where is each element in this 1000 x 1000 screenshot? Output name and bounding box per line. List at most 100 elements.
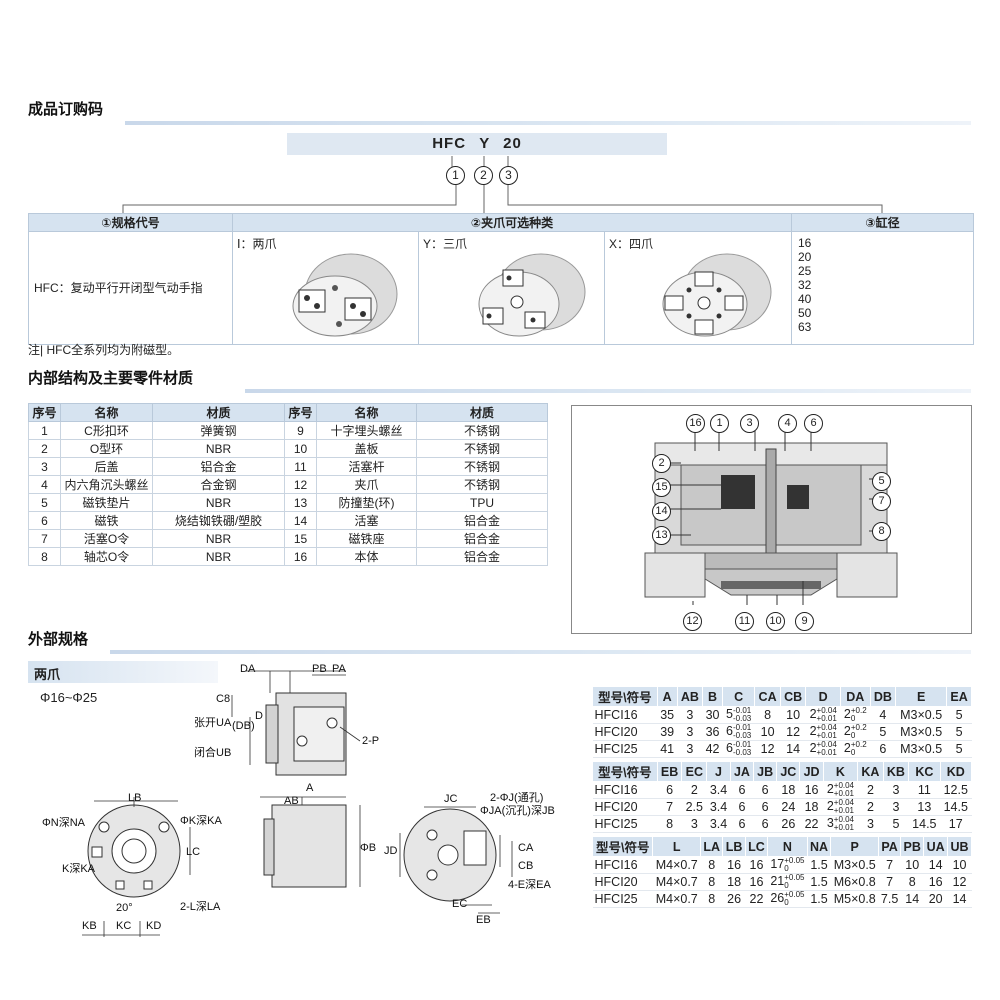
tolerance-stack: +0.04+0.01 [834, 782, 854, 798]
table-cell: 6 [730, 815, 754, 833]
tolerance-base: 6 [726, 741, 733, 756]
table-cell: 8 [700, 890, 723, 908]
dim-ub: 闭合UB [194, 747, 232, 759]
table-cell: 14.5 [908, 815, 941, 833]
table-cell: 8 [28, 547, 61, 566]
table-cell: HFCI16 [592, 856, 653, 874]
tolerance-value: 2+0.04+0.01 [827, 782, 854, 798]
tolerance-upper: +0.04 [833, 815, 855, 824]
table-cell: 2+0.04+0.01 [805, 706, 841, 724]
dim-kb: KB [82, 920, 97, 932]
table-cell: 4 [870, 706, 896, 724]
part-callout: 14 [652, 502, 671, 521]
table-cell: 7.5 [878, 890, 901, 908]
tolerance-value: 2+0.04+0.01 [809, 724, 837, 740]
spec-header: UA [923, 836, 949, 857]
table-cell: 3+0.04+0.01 [823, 815, 858, 833]
table-cell: NBR [152, 493, 285, 512]
table-cell: 18 [799, 798, 824, 816]
part-callout: 7 [872, 492, 891, 511]
spec-header: EB [656, 761, 683, 782]
code-part-jaw: Y [479, 135, 490, 152]
tolerance-lower: 0 [784, 864, 789, 873]
bore-option: 63 [798, 320, 812, 334]
table-cell: 夹爪 [316, 475, 417, 494]
two-jaw-gripper-image [292, 253, 398, 337]
table-cell: 24 [776, 798, 800, 816]
dim-kc: KC [116, 920, 132, 932]
header-jaw-type: ②夹爪可选种类 [232, 213, 792, 232]
table-cell: M3×0.5 [895, 723, 947, 741]
table-cell: 6 [753, 815, 777, 833]
tolerance-stack: +0.04+0.01 [834, 816, 854, 832]
tolerance-stack: +0.04+0.01 [817, 724, 837, 740]
table-cell: M6×0.8 [830, 873, 879, 891]
marker-1: 1 [446, 166, 465, 185]
part-callout: 12 [683, 612, 702, 631]
type-description: HFC：复动平行开闭型气动手指 [28, 231, 233, 345]
section-divider [110, 650, 971, 654]
table-cell: 7 [878, 873, 901, 891]
spec-header: PB [900, 836, 925, 857]
subtitle-two-jaw: 两爪 [34, 667, 61, 682]
spec-header: JD [799, 761, 824, 782]
jaw-label-4: X：四爪 [609, 237, 654, 251]
table-cell: 6 [730, 781, 754, 799]
table-cell: 15 [284, 529, 317, 548]
tolerance-lower: +0.01 [833, 789, 855, 798]
table-cell: 弹簧钢 [152, 421, 285, 440]
spec-header: DA [839, 686, 871, 707]
table-cell: M3×0.5 [830, 856, 879, 874]
table-cell: 7 [657, 798, 682, 816]
spec-header: E [895, 686, 948, 707]
tolerance-base: 2 [809, 707, 817, 722]
dim-db: (DB) [232, 720, 255, 732]
table-cell: 14 [947, 890, 972, 908]
table-cell: 6 [28, 511, 61, 530]
bore-option: 16 [798, 236, 812, 250]
spec-header: KB [882, 761, 910, 782]
table-cell: 12 [780, 723, 806, 741]
spec-header: JA [729, 761, 755, 782]
table-cell: M5×0.8 [830, 890, 879, 908]
dim-ka: ΦK深KA [180, 815, 222, 827]
dim-lc: LC [186, 846, 201, 858]
part-callout: 4 [778, 414, 797, 433]
spec-header: 型号\符号 [591, 836, 654, 857]
table-cell: 14.5 [940, 798, 972, 816]
jaw-label-3: Y：三爪 [423, 237, 468, 251]
table-cell: NBR [152, 547, 285, 566]
table-cell: HFCI20 [592, 798, 658, 816]
table-cell: 2 [681, 781, 707, 799]
tolerance-base: 2 [826, 799, 834, 814]
table-cell: 烧结铷铁硼/塑胶 [152, 511, 285, 530]
tolerance-base: 2 [809, 724, 817, 739]
table-cell: 3 [677, 723, 703, 741]
table-cell: 18 [722, 873, 746, 891]
tolerance-lower: 0 [850, 748, 856, 757]
part-callout: 1 [710, 414, 729, 433]
dim-jd: JD [384, 845, 398, 857]
table-cell: 14 [900, 890, 924, 908]
dim-ka2: K深KA [62, 863, 96, 875]
table-cell: 16 [923, 873, 948, 891]
part-callout: 15 [652, 478, 671, 497]
bore-option: 40 [798, 292, 812, 306]
part-callout: 6 [804, 414, 823, 433]
tolerance-stack: +0.04+0.01 [834, 799, 854, 815]
spec-header: C [721, 686, 756, 707]
table-cell: 12 [947, 873, 972, 891]
dim-kd: KD [146, 920, 162, 932]
table-cell: C形扣环 [60, 421, 153, 440]
cross-section-diagram [644, 429, 898, 605]
table-cell: 16 [284, 547, 317, 566]
